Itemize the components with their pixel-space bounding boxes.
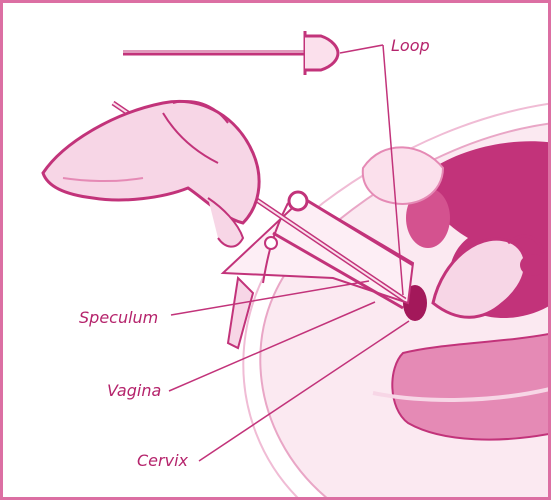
- label-speculum: Speculum: [79, 308, 158, 327]
- label-loop: Loop: [391, 36, 430, 55]
- label-cervix: Cervix: [137, 451, 188, 470]
- label-vagina: Vagina: [107, 381, 161, 400]
- anatomy-illustration: [3, 3, 551, 500]
